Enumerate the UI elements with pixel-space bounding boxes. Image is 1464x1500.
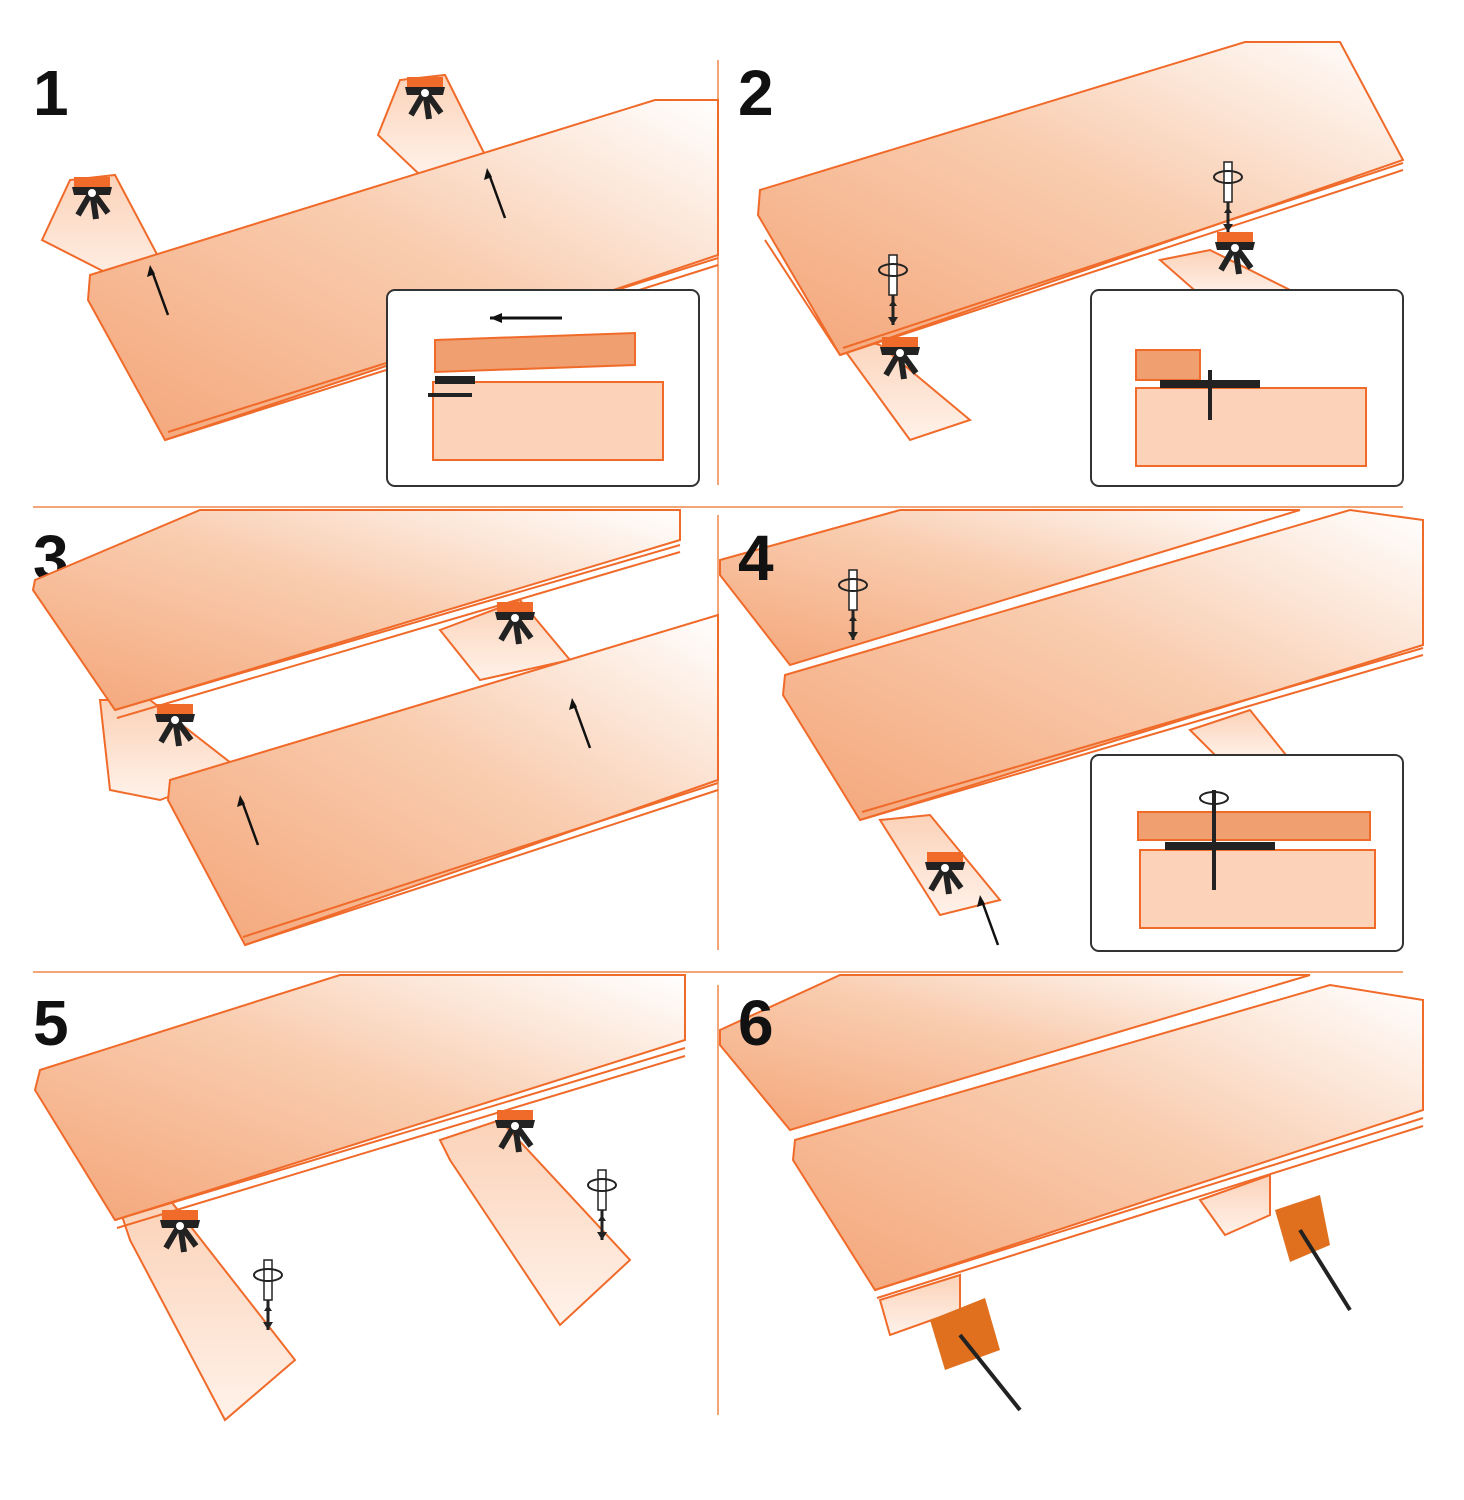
fixing-plate-icon: [930, 1298, 1000, 1370]
step-2-panel: 2: [738, 41, 1405, 487]
detail-inset: [386, 289, 700, 487]
step-5-panel: 5: [33, 974, 686, 1422]
step-number: 6: [738, 987, 774, 1059]
step-number: 5: [33, 987, 69, 1059]
step-6-panel: 6: [719, 974, 1424, 1412]
fixing-plate-icon: [1275, 1195, 1330, 1262]
step-number: 2: [738, 57, 774, 129]
step-number: 1: [33, 57, 69, 129]
screw-icon: [1298, 1228, 1352, 1312]
screw-icon: [958, 1333, 1022, 1412]
step-1-panel: 1: [33, 57, 719, 487]
step-4-panel: 4: [719, 508, 1424, 952]
detail-inset: [1090, 289, 1404, 487]
step-number: 4: [738, 522, 774, 594]
detail-inset: [1090, 754, 1404, 952]
step-3-panel: 3: [31, 509, 719, 947]
